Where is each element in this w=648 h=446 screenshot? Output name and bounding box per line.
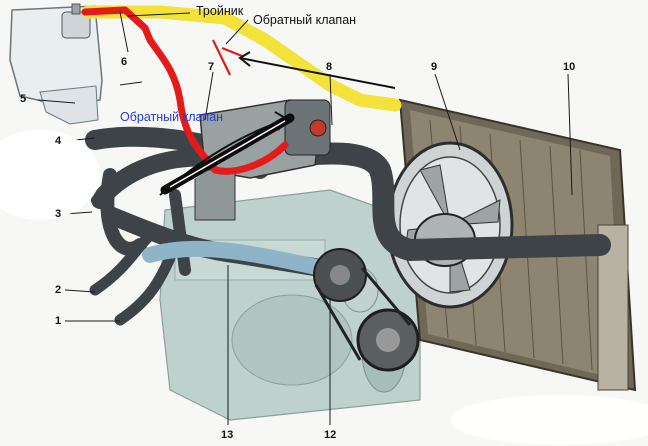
callout-3: 3	[55, 208, 62, 220]
callout-5: 5	[20, 93, 27, 105]
callout-2: 2	[55, 284, 62, 296]
callout-13: 13	[221, 429, 234, 441]
fog-left	[0, 130, 100, 220]
callout-6: 6	[121, 56, 128, 68]
tee-label: Тройник	[196, 4, 244, 18]
check-valve-label-blue: Обратный клапан	[120, 110, 224, 124]
pump-inlet-hose	[142, 240, 338, 278]
expansion-tank	[9, 3, 103, 125]
callout-9: 9	[431, 61, 438, 73]
bypass-hose-highlight	[169, 120, 286, 188]
callout-7: 7	[208, 61, 215, 73]
red-hose-branch	[148, 38, 167, 62]
fog-bottom	[450, 395, 648, 445]
fan-shroud	[386, 141, 514, 309]
callout-1: 1	[55, 315, 62, 327]
tee-mark	[212, 39, 231, 76]
callout-4: 4	[55, 135, 62, 147]
yellow-hose	[81, 5, 402, 112]
callout-8: 8	[326, 61, 333, 73]
callout-12: 12	[324, 429, 337, 441]
check-valve-label-top: Обратный клапан	[253, 13, 357, 27]
pulley-group	[313, 248, 420, 372]
callout-10: 10	[563, 61, 576, 73]
